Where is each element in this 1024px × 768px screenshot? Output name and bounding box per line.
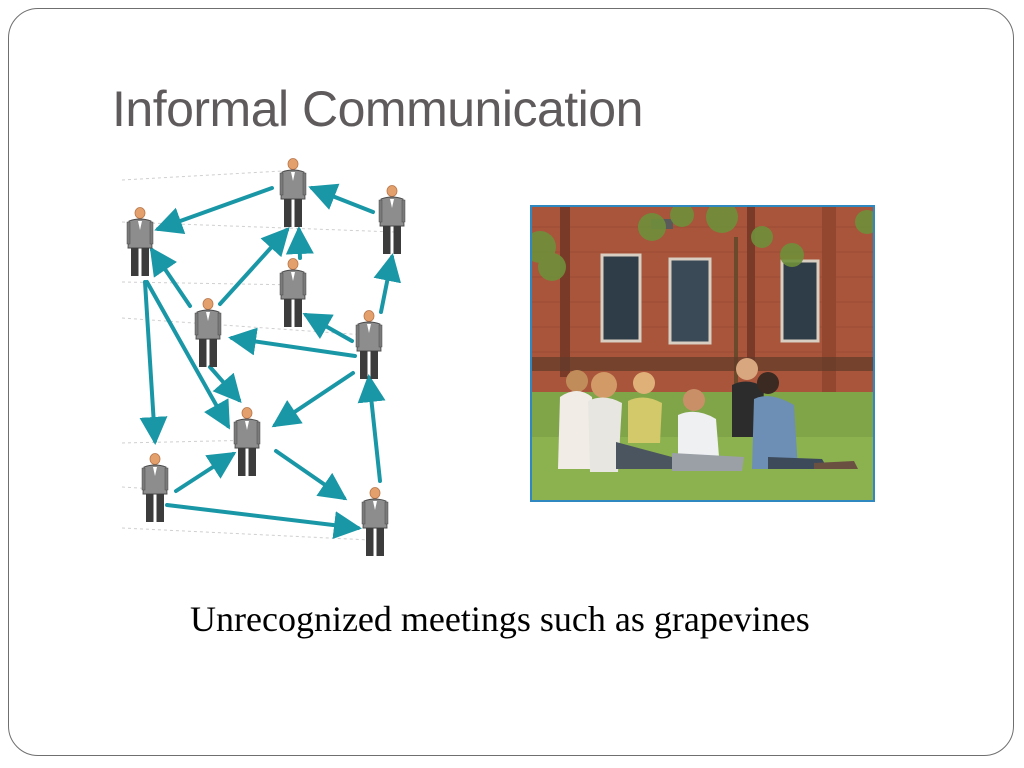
- network-edges: [139, 183, 402, 540]
- person-icon: [126, 207, 154, 277]
- slide-title: Informal Communication: [112, 81, 643, 137]
- person-icon: [378, 185, 406, 255]
- person-icon: [279, 258, 307, 328]
- person-icon: [361, 487, 389, 557]
- students-on-lawn-image: [532, 207, 873, 500]
- person-icon: [233, 407, 261, 477]
- network-nodes: [126, 158, 406, 557]
- students-photo: [530, 205, 875, 502]
- person-icon: [279, 158, 307, 228]
- person-icon: [141, 453, 169, 523]
- person-icon: [355, 310, 383, 380]
- person-icon: [194, 298, 222, 368]
- communication-network-diagram: [121, 158, 406, 557]
- slide-caption: Unrecognized meetings such as grapevines: [190, 599, 810, 639]
